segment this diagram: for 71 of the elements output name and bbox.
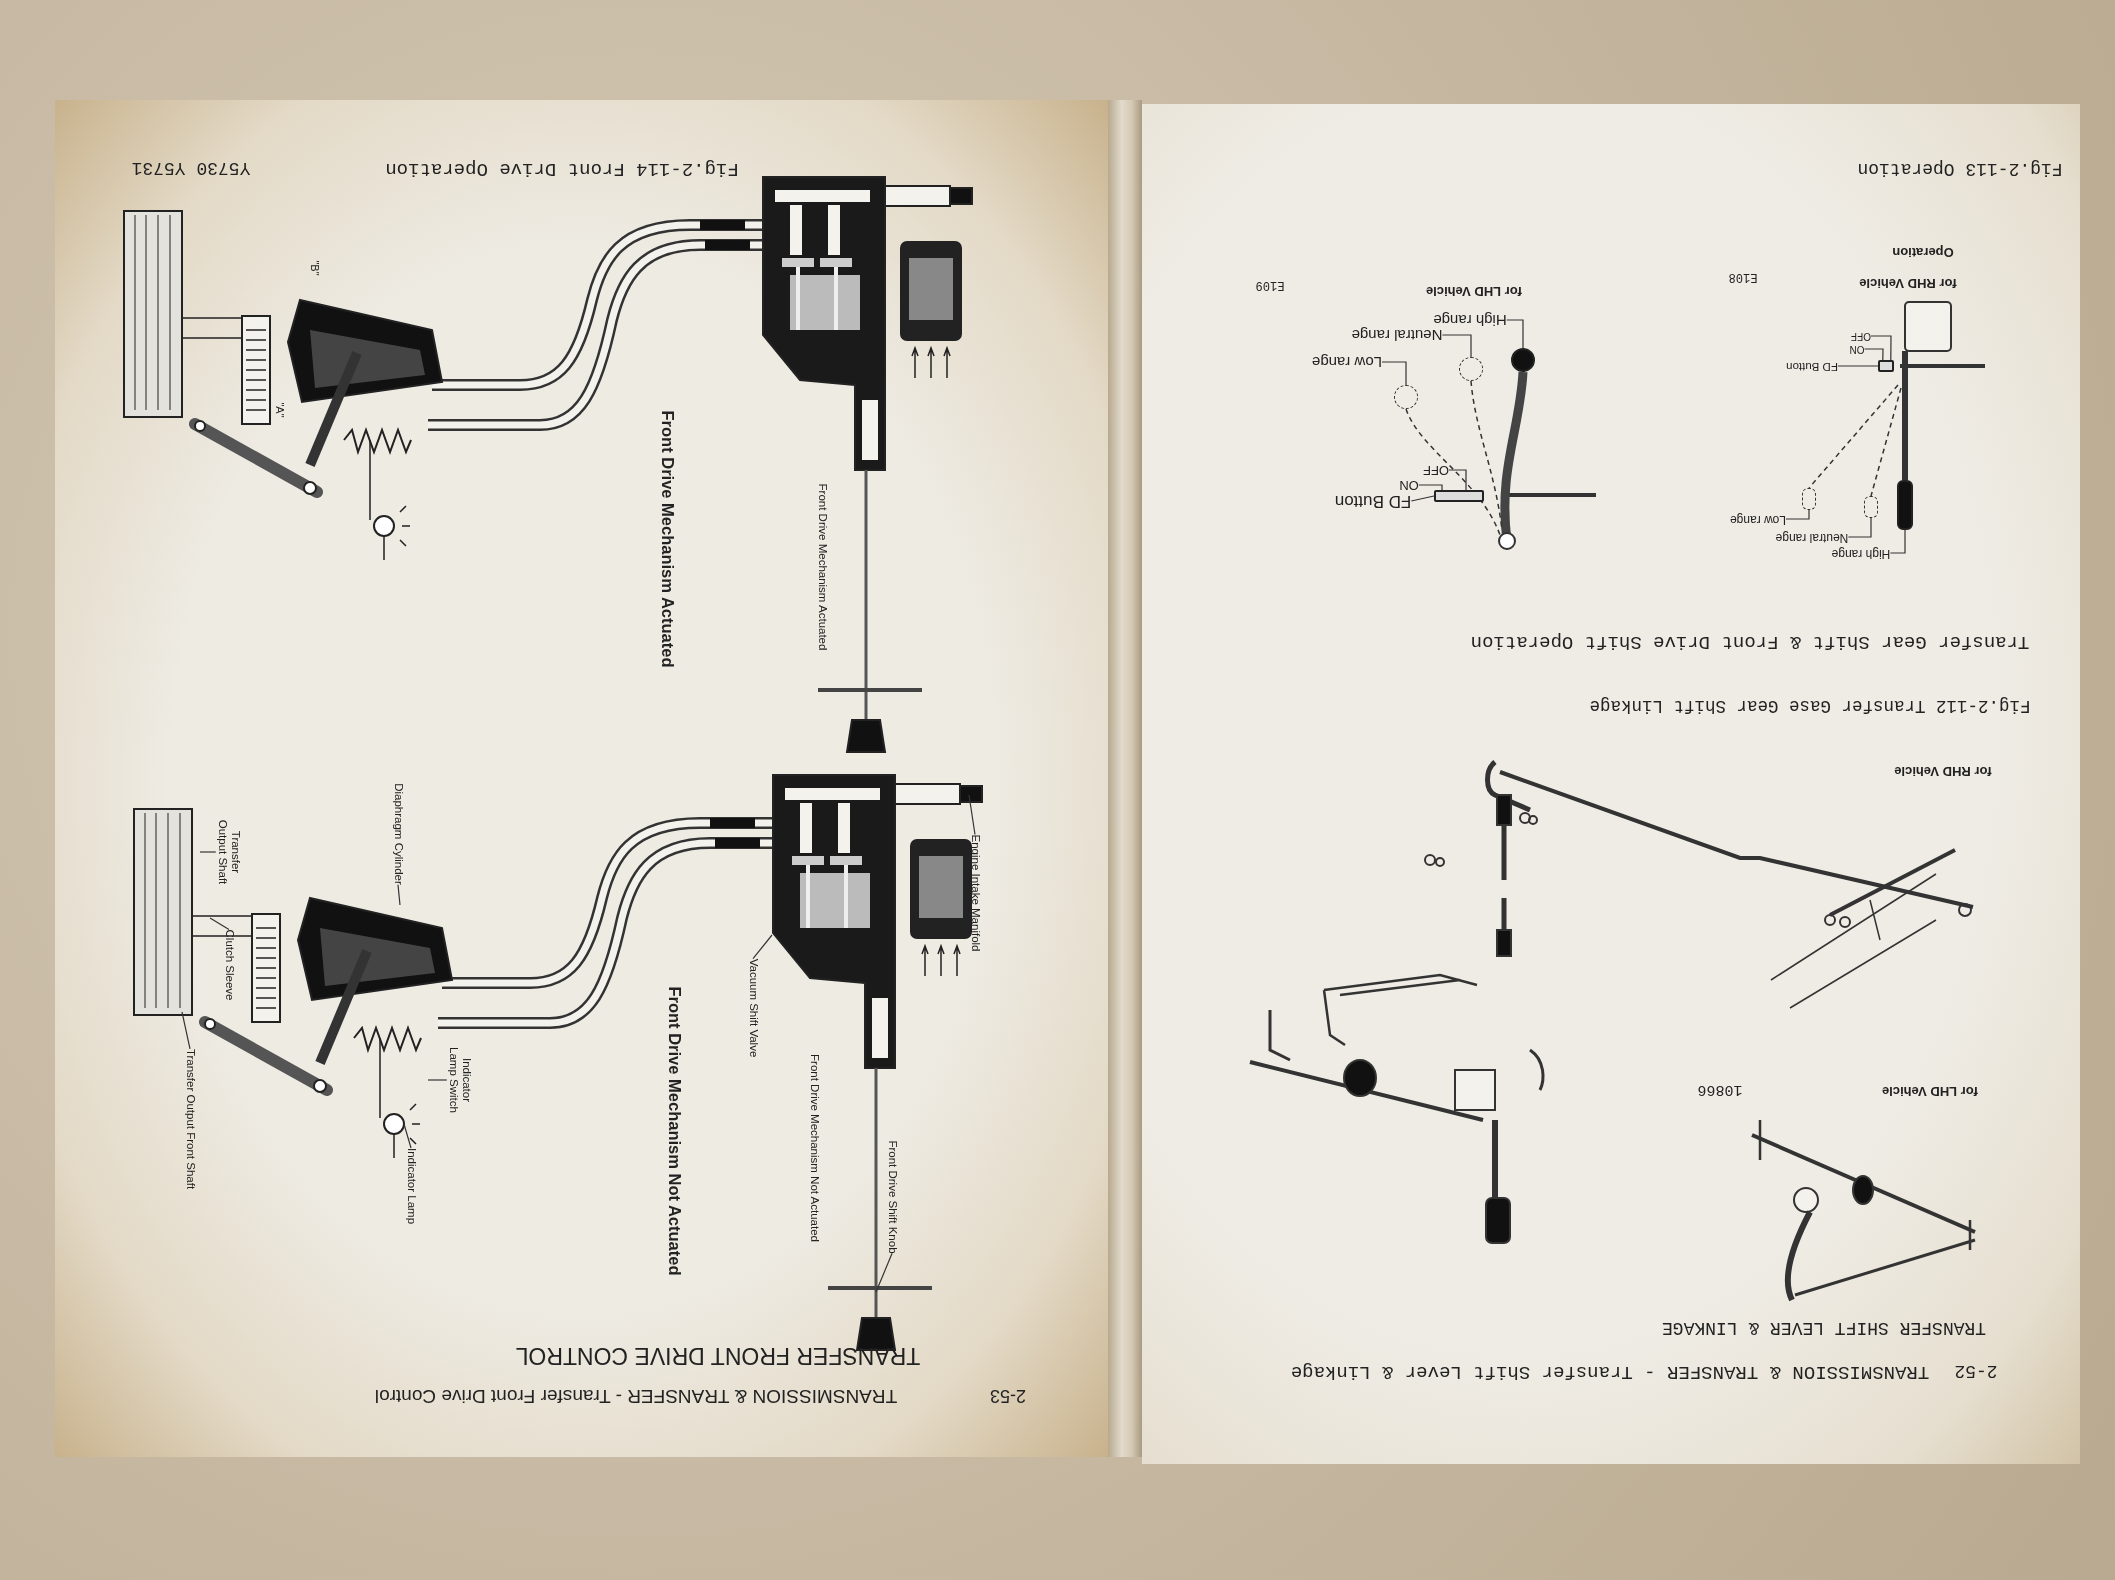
- drawing-number: E109: [1255, 277, 1285, 291]
- part-label: OFF: [1423, 462, 1449, 478]
- leader-line: [968, 794, 976, 836]
- part-label: Neutral range: [1775, 530, 1849, 544]
- figure-subtitle: for LHD Vehicle: [1881, 1083, 1979, 1099]
- part-label: Indicator Lamp: [404, 1147, 418, 1225]
- part-label: Vacuum Shift Valve: [746, 958, 760, 1058]
- push-button-drawing: [1878, 360, 1894, 372]
- page-number: 2-52: [1954, 1360, 1998, 1382]
- part-label: High range: [1831, 546, 1891, 560]
- part-label: FD Button: [1334, 491, 1412, 511]
- part-label: Transfer Output Front Shaft: [183, 1048, 197, 1190]
- part-label: Neutral range: [1351, 326, 1443, 344]
- figure-subtitle: for LHD Vehicle: [1425, 283, 1523, 299]
- leader-line: [1889, 529, 1906, 554]
- leader-line: [1441, 334, 1472, 358]
- section-heading: TRANSFER SHIFT LEVER & LINKAGE: [1661, 1317, 1987, 1339]
- part-label: Engine Intake Manifold: [968, 834, 982, 952]
- part-label: Transfer Output Shaft: [215, 816, 243, 888]
- drawing-number: E108: [1728, 269, 1758, 283]
- part-label: Front Drive Shift Knob: [885, 1140, 899, 1254]
- page-header: TRANSMISSION & TRANSFER - Transfer Shift Lever & Linkage: [1290, 1360, 1930, 1382]
- figure-subtitle: Front Drive Mechanism Actuated: [658, 410, 678, 668]
- part-label: ON: [1399, 477, 1419, 493]
- knob-position-outline: [1802, 488, 1816, 510]
- part-label: Diaphragm Cylinder: [391, 783, 405, 885]
- drawing-number: 10866: [1697, 1080, 1743, 1098]
- callout-letter: "B": [308, 260, 322, 276]
- figure-caption: Fig.2-113 Operation: [1857, 158, 2063, 180]
- leader-line: [875, 1253, 893, 1293]
- leader-line: [1847, 517, 1872, 538]
- leader-line: [427, 1079, 448, 1081]
- leader-line: [1418, 484, 1443, 491]
- part-label: Front Drive Mechanism Not Actuated: [807, 1054, 821, 1242]
- part-label: Indicator Lamp Switch: [446, 1044, 474, 1116]
- leader-line: [1448, 469, 1467, 491]
- lever-knob: [1897, 480, 1913, 530]
- page-header: TRANSMISSION & TRANSFER - Transfer Front Drive Control: [374, 1385, 898, 1407]
- leader-line: [1506, 319, 1524, 349]
- part-label: Front Drive Mechanism Actuated: [815, 483, 829, 651]
- figure-subtitle: for RHD Vehicle: [1859, 275, 1957, 291]
- leader-line: [181, 1011, 191, 1050]
- figure-subtitle: Transfer Gear Shift & Front Drive Shift Operation: [1470, 630, 2030, 652]
- part-label: OFF: [1851, 330, 1871, 342]
- page-number: 2-53: [990, 1385, 1026, 1407]
- figure-subtitle: for RHD Vehicle: [1894, 763, 1992, 779]
- part-label: Low range: [1311, 353, 1383, 371]
- part-label: High range: [1433, 311, 1507, 329]
- leader-line: [1785, 509, 1810, 520]
- leader-line: [199, 851, 217, 853]
- leader-line: [1381, 361, 1407, 386]
- section-heading: TRANSFER FRONT DRIVE CONTROL: [515, 1342, 921, 1370]
- knob-position-outline: [1864, 496, 1878, 518]
- drawing-number: Y5730 Y5731: [131, 157, 251, 179]
- leader-line: [403, 1123, 412, 1149]
- figure-caption: Fig.2-114 Front Drive Operation: [385, 157, 739, 179]
- leader-line: [1870, 335, 1892, 361]
- figure-caption: Fig.2-112 Transfer Gase Gear Shift Linkage: [1589, 695, 2031, 717]
- figure-subtitle: Front Drive Mechanism Not Actuated: [665, 986, 685, 1276]
- leader-line: [1837, 365, 1879, 367]
- leader-line: [752, 934, 773, 960]
- part-label: Low range: [1730, 512, 1786, 526]
- leader-line: [209, 917, 230, 931]
- part-label: ON: [1849, 343, 1865, 355]
- part-label: FD Button: [1786, 359, 1838, 373]
- leader-line: [1410, 495, 1435, 502]
- callout-letter: "A": [273, 402, 287, 418]
- push-button-drawing: [1434, 490, 1484, 502]
- leader-line: [397, 884, 401, 906]
- leader-line: [1863, 348, 1884, 361]
- figure-subtitle: Operation: [1892, 244, 1954, 260]
